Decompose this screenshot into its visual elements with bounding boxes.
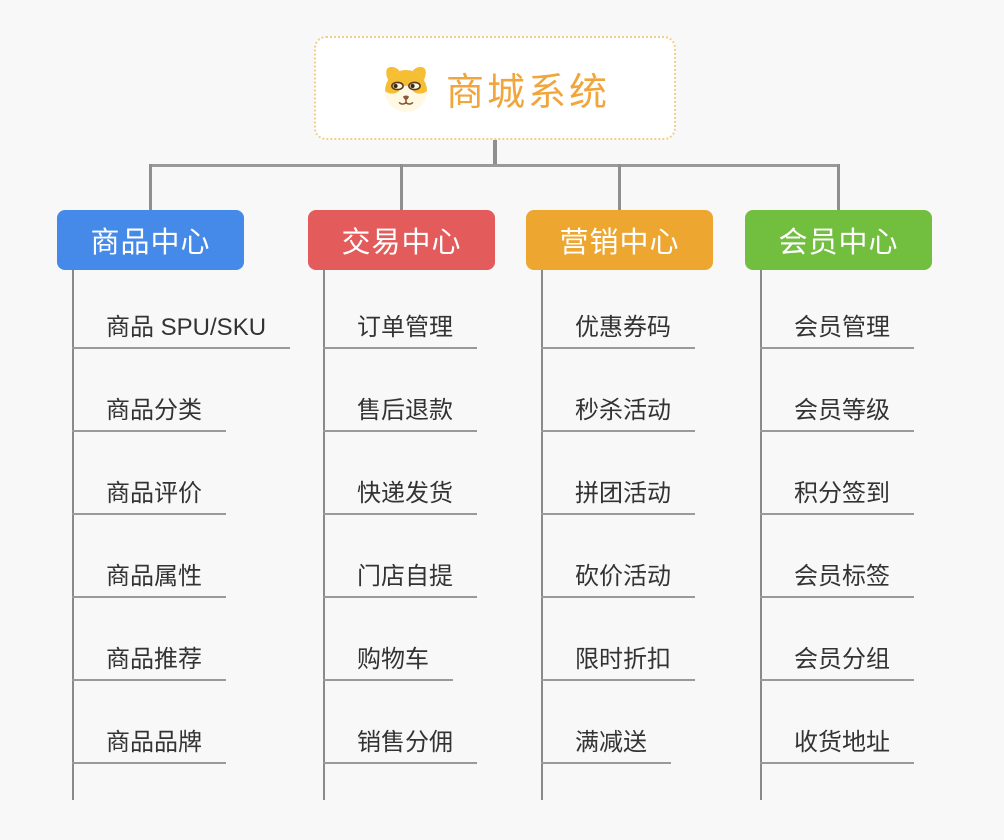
branch-item[interactable]: 购物车 — [323, 646, 453, 681]
branch-item[interactable]: 商品属性 — [72, 563, 226, 598]
dog-face-icon — [380, 64, 432, 112]
branch-item[interactable]: 满减送 — [541, 729, 671, 764]
branch-item[interactable]: 门店自提 — [323, 563, 477, 598]
branch-item[interactable]: 秒杀活动 — [541, 397, 695, 432]
branch-item[interactable]: 积分签到 — [760, 480, 914, 515]
branch-item[interactable]: 会员标签 — [760, 563, 914, 598]
branch-item[interactable]: 会员等级 — [760, 397, 914, 432]
branch-vertical-line — [760, 270, 762, 800]
branch-item[interactable]: 商品 SPU/SKU — [72, 314, 291, 349]
branch-drop-line — [618, 164, 621, 210]
branch-item-list: 优惠券码秒杀活动拼团活动砍价活动限时折扣满减送 — [541, 314, 695, 813]
branch-header[interactable]: 会员中心 — [745, 210, 932, 270]
branch-item[interactable]: 砍价活动 — [541, 563, 695, 598]
branch-item[interactable]: 优惠券码 — [541, 314, 695, 349]
branch-vertical-line — [323, 270, 325, 800]
branch-item[interactable]: 快递发货 — [323, 480, 477, 515]
branch-item[interactable]: 拼团活动 — [541, 480, 695, 515]
branch-header[interactable]: 商品中心 — [57, 210, 244, 270]
branch-item[interactable]: 售后退款 — [323, 397, 477, 432]
branch-bus-line — [149, 164, 840, 167]
branch-item[interactable]: 会员分组 — [760, 646, 914, 681]
branch-item[interactable]: 商品分类 — [72, 397, 226, 432]
branch-item[interactable]: 商品评价 — [72, 480, 226, 515]
branch-vertical-line — [72, 270, 74, 800]
branch-header[interactable]: 交易中心 — [308, 210, 495, 270]
branch-vertical-line — [541, 270, 543, 800]
branch-item[interactable]: 收货地址 — [760, 729, 914, 764]
branch-item[interactable]: 订单管理 — [323, 314, 477, 349]
branch-item[interactable]: 限时折扣 — [541, 646, 695, 681]
branch-drop-line — [149, 164, 152, 210]
branch-drop-line — [400, 164, 403, 210]
branch-item[interactable]: 销售分佣 — [323, 729, 477, 764]
root-title: 商城系统 — [445, 71, 610, 114]
branch-drop-line — [837, 164, 840, 210]
branch-item[interactable]: 商品品牌 — [72, 729, 226, 764]
branch-item[interactable]: 会员管理 — [760, 314, 914, 349]
branch-item[interactable]: 商品推荐 — [72, 646, 226, 681]
branch-item-list: 订单管理售后退款快递发货门店自提购物车销售分佣 — [323, 314, 477, 813]
root-node[interactable]: 商城系统 — [314, 36, 676, 140]
branch-item-list: 会员管理会员等级积分签到会员标签会员分组收货地址 — [760, 314, 914, 813]
branch-header[interactable]: 营销中心 — [526, 210, 713, 270]
root-connector-stub — [493, 140, 497, 166]
branch-item-list: 商品 SPU/SKU 商品分类商品评价商品属性商品推荐商品品牌 — [72, 314, 291, 813]
